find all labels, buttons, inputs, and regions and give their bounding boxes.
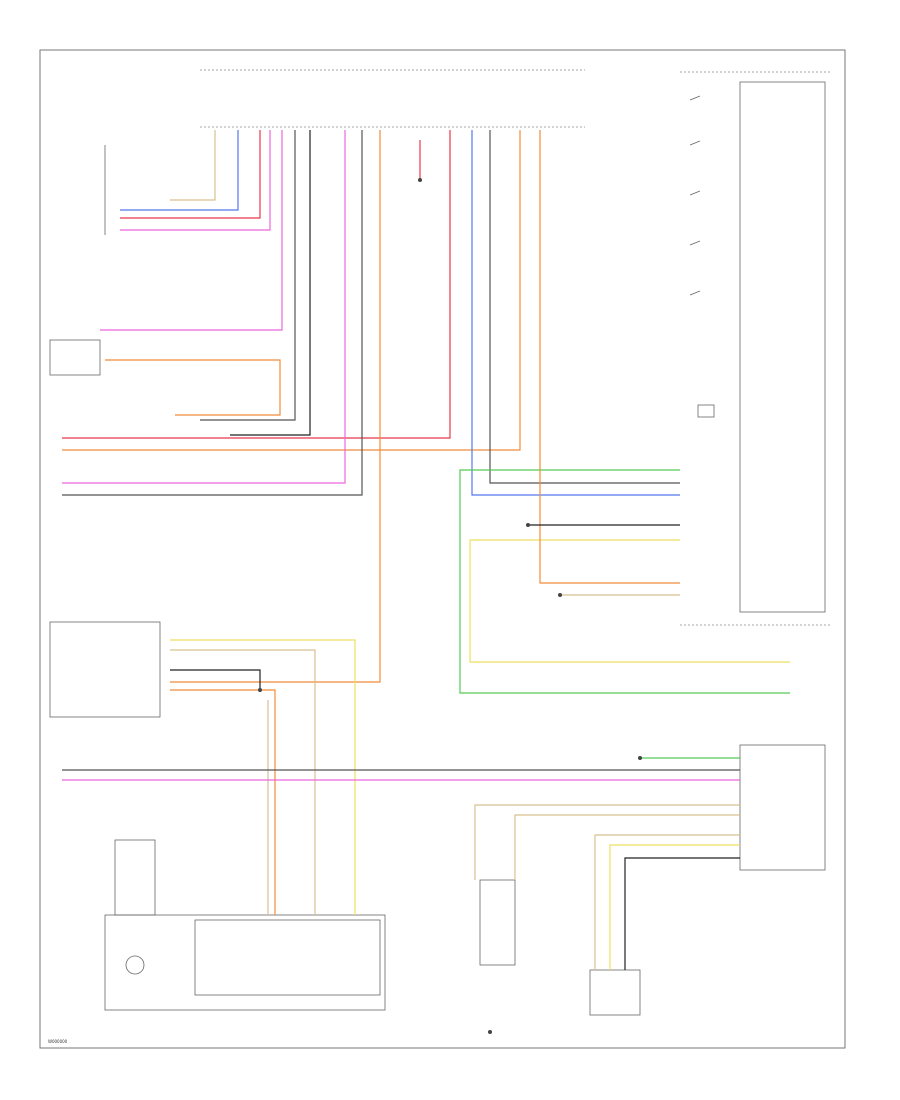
diagram-frame: [39, 49, 846, 1049]
wire-yellow-sensor: [609, 844, 740, 970]
splice-points: [258, 178, 642, 1034]
wire-tan-relay-2: [514, 814, 740, 880]
wire-tan-relay-1: [474, 804, 740, 880]
wire-yellow-lower: [170, 639, 356, 915]
wire-blue-main: [471, 130, 680, 496]
sensor-box: [589, 969, 641, 1016]
wire-gray-right: [489, 130, 680, 484]
wire-black-1: [230, 130, 311, 436]
wire-tan-lower: [170, 649, 316, 915]
wire-pink-2: [100, 130, 283, 331]
wire-pink-1: [120, 130, 271, 231]
wire-orange-1: [105, 359, 281, 416]
lower-left-inner-box: [194, 919, 381, 996]
wire-black-sensor: [624, 857, 740, 970]
wire-blue-1: [120, 130, 239, 211]
motor-symbol-icon: [125, 955, 145, 975]
wire-orange-lower: [170, 689, 276, 915]
fuel-gauge-sender-box: [49, 339, 101, 376]
wire-red-main: [62, 130, 451, 439]
wire-gray-1: [200, 130, 296, 421]
relay-box-left: [479, 879, 516, 966]
wire-tan-vertical: [170, 130, 216, 201]
lower-right-module-box: [739, 744, 826, 871]
instrument-cluster-box: [739, 81, 826, 613]
wire-green-main: [459, 469, 790, 694]
fuel-pump-box: [114, 839, 156, 916]
wire-pink-main: [62, 130, 346, 484]
diagram-code: W000000: [48, 1039, 68, 1044]
wire-orange-long: [170, 130, 381, 683]
wire-black-lower: [170, 669, 261, 690]
lower-left-component-box: [104, 914, 386, 1011]
wire-gray-main: [62, 130, 363, 496]
wire-orange-main: [62, 130, 521, 451]
wire-orange-right: [539, 130, 680, 584]
body-module-box: [49, 621, 161, 718]
wire-tan-sensor: [594, 834, 740, 970]
switch-stack: [689, 95, 715, 418]
wire-yellow-main: [469, 539, 790, 663]
wire-red-1: [120, 130, 261, 219]
